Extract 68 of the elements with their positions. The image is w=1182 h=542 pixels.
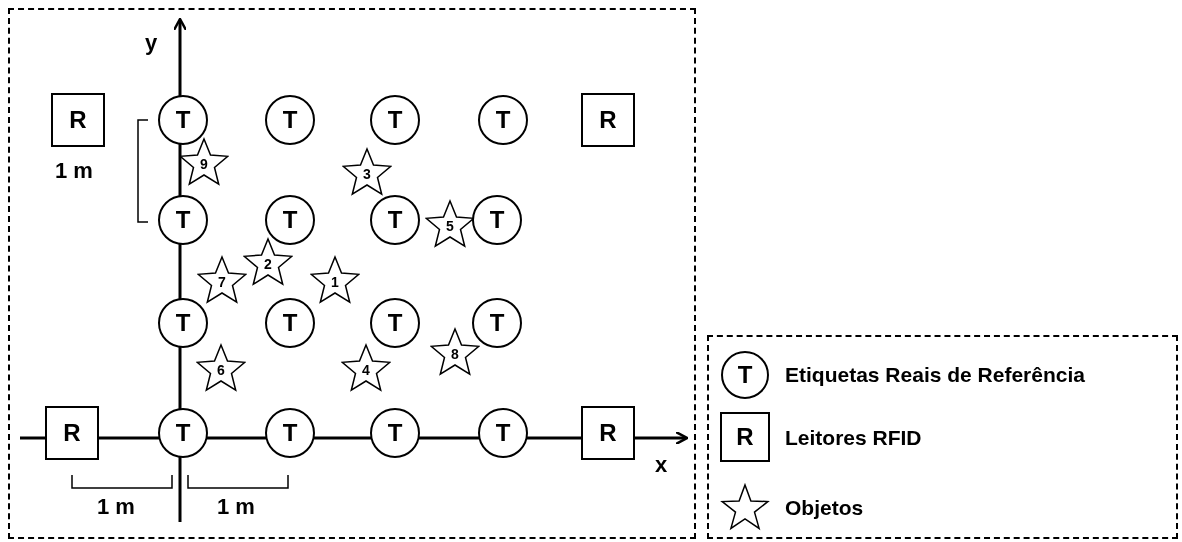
node-text: R [599,106,617,134]
tag-circle [265,298,315,348]
reader-box [581,406,635,460]
node-text: T [282,206,298,234]
tag-circle [370,95,420,145]
node-text: T [387,106,403,134]
reader-box [581,93,635,147]
tag-circle [265,195,315,245]
legend-tag-circle: T [721,351,769,399]
dimension-label: 1 m [217,494,255,520]
node-text: T [175,206,191,234]
node-text: T [387,419,403,447]
tag-circle [370,408,420,458]
legend-text: Etiquetas Reais de Referência [785,363,1085,387]
node-text: T [282,106,298,134]
node-text: 8 [451,346,459,362]
object-star [196,343,246,393]
node-text: 7 [218,274,226,290]
tag-circle [158,95,208,145]
node-text: T [387,309,403,337]
tag-circle [158,195,208,245]
reader-box [51,93,105,147]
node-text: T [495,419,511,447]
node-text: 5 [446,218,454,234]
node-text: T [489,206,505,234]
node-text: 6 [217,362,225,378]
tag-circle [478,408,528,458]
node-text: T [495,106,511,134]
object-star [425,199,475,249]
node-text: T [282,419,298,447]
dimension-label: 1 m [55,158,93,184]
legend-text: Objetos [785,496,864,520]
object-star [179,137,229,187]
node-text: T [282,309,298,337]
tag-circle [158,408,208,458]
object-star [341,343,391,393]
tag-circle [265,408,315,458]
node-text: 4 [362,362,370,378]
node-text: R [63,419,81,447]
tag-circle [158,298,208,348]
legend-reader-box: R [720,412,770,462]
tag-circle [478,95,528,145]
node-text: 9 [200,156,208,172]
node-text: T [175,106,191,134]
node-text: T [489,309,505,337]
node-text: T [175,419,191,447]
object-star [430,327,480,377]
tag-circle [472,298,522,348]
tag-circle [370,298,420,348]
dimension-label: 1 m [97,494,135,520]
node-text: R [599,419,617,447]
node-text: R [69,106,87,134]
tag-circle [370,195,420,245]
reader-box [45,406,99,460]
object-star [310,255,360,305]
object-star [243,237,293,287]
axis-label: x [655,452,668,478]
tag-circle [472,195,522,245]
node-text: T [175,309,191,337]
tag-circle [265,95,315,145]
node-text: 1 [331,274,339,290]
object-star [342,147,392,197]
object-star [197,255,247,305]
legend-text: Leitores RFID [785,426,922,450]
node-text: 3 [363,166,371,182]
node-text: T [387,206,403,234]
axis-label: y [145,30,158,56]
node-text: 2 [264,256,272,272]
